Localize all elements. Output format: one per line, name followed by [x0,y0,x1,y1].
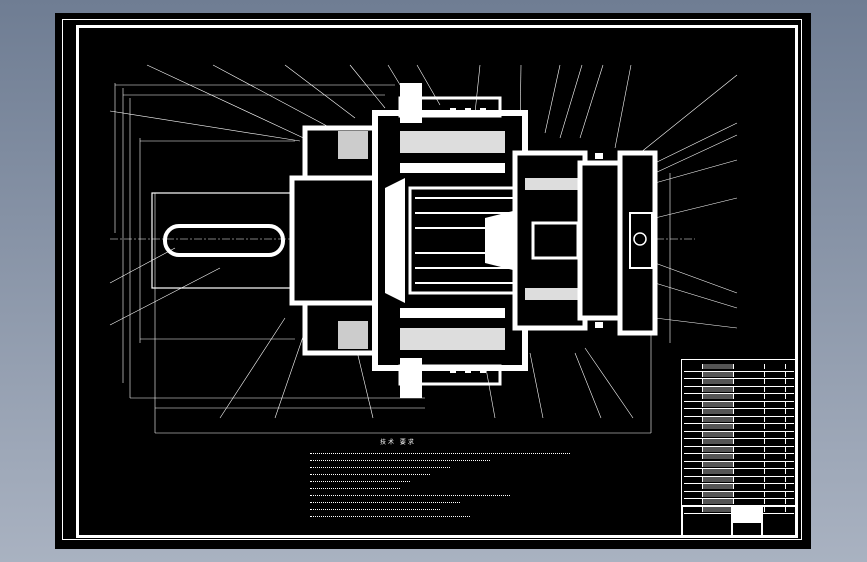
technical-notes: 技术 要求 [310,439,600,520]
drawing-sheet: 技术 要求 [55,13,811,549]
drawing-frame [76,25,798,538]
gearbox-assembly [151,83,658,398]
sheet-border [62,19,802,540]
title-block [681,359,797,538]
dimension-lines [110,83,695,434]
notes-heading: 技术 要求 [380,439,416,446]
parts-list [684,364,794,514]
title-block-grid [682,505,796,538]
assembly-drawing [109,64,738,434]
